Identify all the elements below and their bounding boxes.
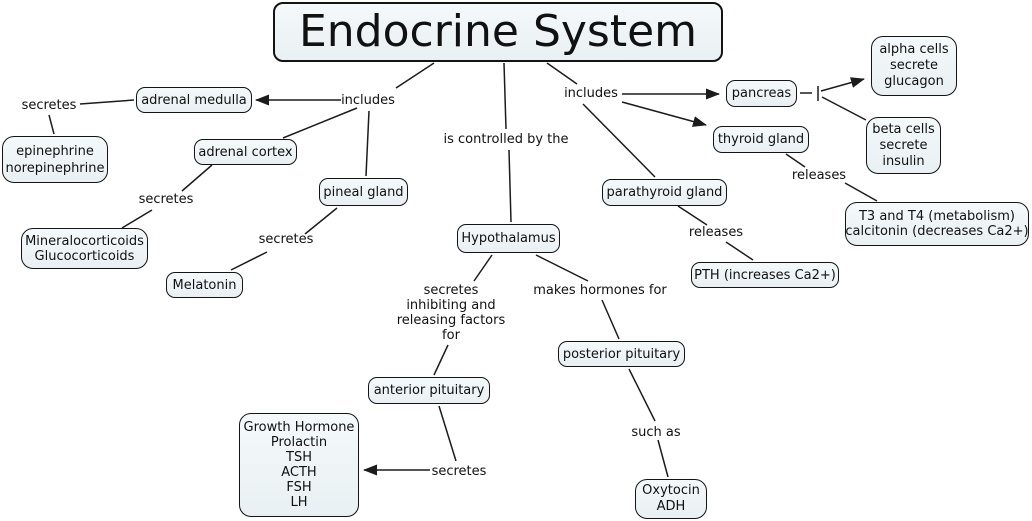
- edge-line: [121, 209, 153, 229]
- node-pancreas[interactable]: pancreas: [726, 80, 797, 107]
- edge-label-is-controlled-by[interactable]: is controlled by the: [443, 132, 569, 147]
- edge-label-secretes-anterior[interactable]: secretes: [431, 464, 487, 479]
- node-mineralocorticoids-glucocorticoids[interactable]: Mineralocorticoids Glucocorticoids: [21, 228, 148, 269]
- edge-line: [365, 110, 370, 177]
- edge-line: [181, 164, 213, 192]
- edge-label-secretes-pineal[interactable]: secretes: [258, 232, 314, 247]
- node-t3-t4-calcitonin[interactable]: T3 and T4 (metabolism) calcitonin (decre…: [845, 202, 1029, 246]
- edge-label-secretes-cortex[interactable]: secretes: [138, 192, 194, 207]
- edge-line: [582, 103, 656, 178]
- edge-line: [535, 254, 589, 282]
- edge-line: [821, 96, 867, 121]
- edge-line: [677, 205, 708, 226]
- edge-line: [48, 114, 55, 135]
- edge-line: [433, 344, 449, 376]
- edge-line: [785, 153, 806, 168]
- edge-label-releases-parathyroid[interactable]: releases: [688, 225, 744, 240]
- edge-line: [79, 99, 135, 105]
- node-hypothalamus[interactable]: Hypothalamus: [457, 224, 560, 253]
- node-anterior-pituitary[interactable]: anterior pituitary: [368, 377, 490, 404]
- node-alpha-cells[interactable]: alpha cells secrete glucagon: [871, 36, 957, 96]
- edge-label-such-as[interactable]: such as: [631, 425, 681, 440]
- node-thyroid-gland[interactable]: thyroid gland: [713, 126, 809, 153]
- edge-arrow: [621, 101, 707, 127]
- edge-line: [601, 299, 620, 340]
- node-melatonin[interactable]: Melatonin: [166, 272, 243, 298]
- edge-line: [282, 107, 358, 139]
- node-beta-cells[interactable]: beta cells secrete insulin: [866, 117, 941, 174]
- edge-label-secretes-medulla[interactable]: secretes: [21, 98, 77, 113]
- node-pineal-gland[interactable]: pineal gland: [319, 178, 408, 206]
- edge-label-includes-left[interactable]: includes: [341, 93, 395, 108]
- node-posterior-pituitary[interactable]: posterior pituitary: [558, 341, 685, 367]
- node-pth[interactable]: PTH (increases Ca2+): [691, 262, 839, 288]
- edge-line: [230, 251, 268, 271]
- node-adrenal-cortex[interactable]: adrenal cortex: [194, 139, 297, 165]
- edge-label-includes-right[interactable]: includes: [564, 86, 618, 101]
- edge-line: [503, 62, 507, 130]
- node-parathyroid-gland[interactable]: parathyroid gland: [602, 179, 727, 206]
- node-endocrine-system[interactable]: Endocrine System: [273, 2, 723, 62]
- edge-arrow: [820, 77, 865, 92]
- node-adrenal-medulla[interactable]: adrenal medulla: [136, 87, 252, 113]
- edge-line: [725, 241, 754, 261]
- node-anterior-pituitary-hormones[interactable]: Growth Hormone Prolactin TSH ACTH FSH LH: [239, 413, 359, 517]
- edge-line: [546, 62, 578, 85]
- node-epinephrine-norepinephrine[interactable]: epinephrine norepinephrine: [2, 136, 108, 183]
- edge-line: [844, 182, 878, 202]
- edge-label-secretes-inhibiting-releasing[interactable]: secretes inhibiting and releasing factor…: [396, 283, 506, 343]
- edge-label-releases-thyroid[interactable]: releases: [791, 168, 847, 183]
- node-oxytocin-adh[interactable]: Oxytocin ADH: [635, 479, 707, 519]
- edge-line: [304, 207, 338, 235]
- edge-line: [657, 439, 669, 478]
- edge-line: [473, 254, 493, 282]
- edge-line: [628, 368, 656, 422]
- edge-line: [395, 62, 435, 89]
- edge-label-makes-hormones-for[interactable]: makes hormones for: [533, 283, 667, 298]
- edge-line: [508, 149, 512, 223]
- edge-line: [438, 405, 457, 462]
